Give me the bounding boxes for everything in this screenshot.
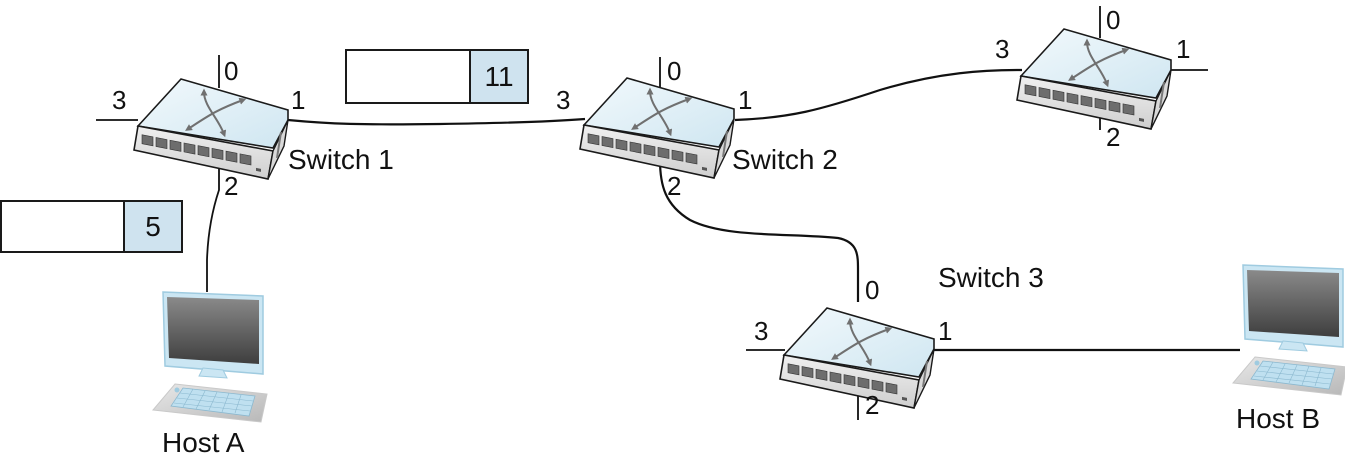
packet-payload-field — [345, 49, 471, 104]
port-label-2: 2 — [1106, 122, 1120, 152]
host-b[interactable]: Host B — [1232, 264, 1345, 434]
switch-1[interactable]: Switch 1 0 1 2 3 — [112, 56, 394, 201]
port-label-2: 2 — [667, 171, 681, 201]
packet-payload-field — [0, 200, 125, 253]
port-label-3: 3 — [112, 85, 126, 115]
port-label-0: 0 — [1106, 5, 1120, 35]
switch-4-unlabeled[interactable]: 0 1 2 3 — [995, 5, 1190, 152]
computer-icon — [152, 291, 268, 423]
link-switch2-switch4 — [734, 68, 1023, 122]
port-label-0: 0 — [224, 56, 238, 86]
link-hostA-switch1 — [206, 165, 220, 292]
host-a[interactable]: Host A — [152, 291, 268, 458]
switch-icon — [1017, 29, 1171, 129]
packet-header-value: 5 — [145, 211, 161, 242]
packet-header-field — [469, 49, 529, 104]
port-label-1: 1 — [938, 316, 952, 346]
switch-label: Switch 3 — [938, 262, 1044, 293]
port-label-2: 2 — [224, 171, 238, 201]
port-label-1: 1 — [738, 85, 752, 115]
port-label-3: 3 — [556, 85, 570, 115]
switch-label: Switch 2 — [732, 144, 838, 175]
host-label: Host A — [162, 427, 245, 458]
switch-icon — [780, 308, 934, 408]
port-label-2: 2 — [865, 390, 879, 420]
host-label: Host B — [1236, 403, 1320, 434]
packet-1: 5 — [0, 200, 183, 253]
packet-header-field — [123, 200, 183, 253]
packet-header-value: 11 — [484, 61, 513, 92]
port-label-0: 0 — [865, 275, 879, 305]
port-label-3: 3 — [754, 316, 768, 346]
switch-icon — [580, 78, 734, 178]
switch-label: Switch 1 — [288, 144, 394, 175]
links — [96, 6, 1240, 420]
port-label-0: 0 — [667, 56, 681, 86]
switch-icon — [134, 79, 288, 179]
packet-2: 11 — [345, 49, 529, 104]
port-label-3: 3 — [995, 34, 1009, 64]
switch-2[interactable]: Switch 2 0 1 2 3 — [556, 56, 838, 201]
computer-icon — [1232, 264, 1345, 396]
port-label-1: 1 — [1176, 34, 1190, 64]
port-label-1: 1 — [291, 85, 305, 115]
link-switch1-switch2 — [287, 117, 586, 126]
link-switch2-switch3 — [658, 159, 860, 302]
switch-3[interactable]: Switch 3 0 1 2 3 — [754, 262, 1044, 420]
